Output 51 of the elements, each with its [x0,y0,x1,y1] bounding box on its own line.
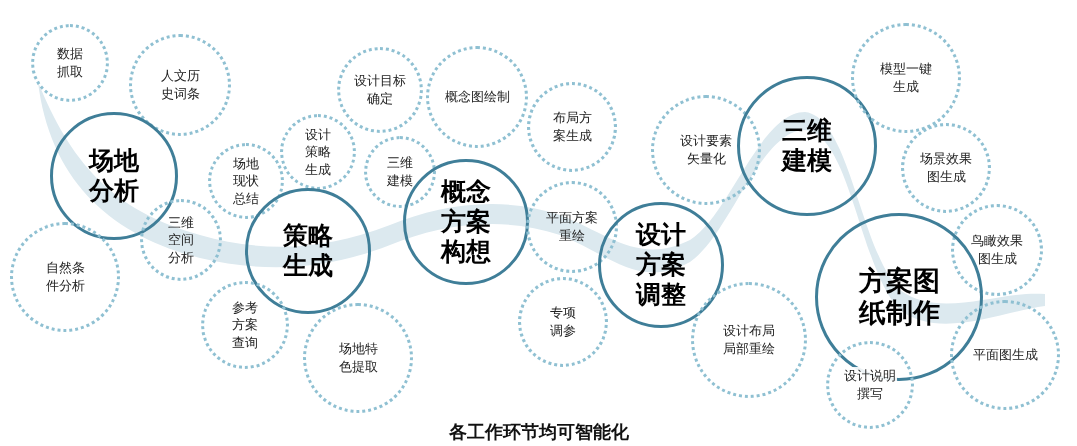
stage-label: 概念方案构想 [440,177,492,267]
task-label: 数据抓取 [56,45,84,81]
task-circle [518,277,608,367]
task-circle [337,47,423,133]
task-label: 场地特色提取 [337,340,379,376]
task-label: 专项调参 [549,304,577,340]
task-circle [208,143,284,219]
task-label: 设计要素矢量化 [679,132,733,168]
task-circle [201,281,289,369]
task-label: 三维空间分析 [167,213,195,267]
task-circle [303,303,413,413]
task-label: 鸟瞰效果图生成 [970,232,1024,268]
task-circle [851,23,961,133]
task-circle [951,204,1043,296]
task-circle [10,222,120,332]
caption: 各工作环节均可智能化 [448,421,629,442]
task-label: 场地现状总结 [232,154,260,208]
task-label: 布局方案生成 [551,109,593,145]
task-circle [826,341,914,429]
stage-label: 场地分析 [88,146,140,206]
stage-label: 三维建模 [781,116,833,176]
task-circle [31,24,109,102]
task-circle [280,114,356,190]
task-circle [526,181,618,273]
stage-circle [598,202,724,328]
task-label: 人文历史词条 [159,67,201,103]
stage-label: 策略生成 [282,221,334,281]
task-circle [129,34,231,136]
stage-label: 设计方案调整 [635,220,687,310]
task-label: 自然条件分析 [44,259,86,295]
stage-label: 方案图纸制作 [857,264,941,330]
task-circle [901,123,991,213]
task-label: 参考方案查询 [231,298,259,352]
task-label: 设计说明撰写 [843,367,897,403]
task-circle [691,282,807,398]
task-label: 设计目标确定 [353,72,407,108]
task-circle [426,46,528,148]
task-label: 平面方案重绘 [545,209,599,245]
task-circle [364,136,436,208]
task-circle [527,82,617,172]
stage-circle [245,188,371,314]
stage-circle [737,76,877,216]
task-label: 模型一键生成 [879,60,933,96]
task-circle [651,95,761,205]
task-label: 场景效果图生成 [919,150,973,186]
task-circle [950,300,1060,410]
task-label: 设计策略生成 [304,125,332,179]
task-label: 概念图绘制 [443,88,511,106]
task-label: 设计布局局部重绘 [722,322,776,358]
task-label: 平面图生成 [971,346,1039,364]
task-label: 三维建模 [386,154,414,190]
